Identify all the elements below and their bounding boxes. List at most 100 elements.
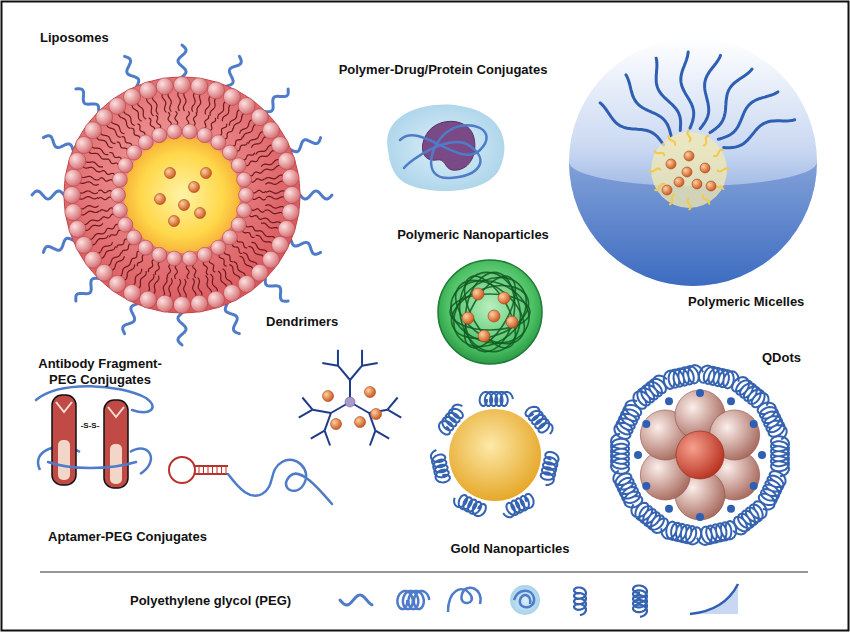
hydrophobic-block bbox=[688, 198, 691, 210]
drug-dot bbox=[498, 292, 510, 304]
lipid-head bbox=[69, 153, 86, 170]
polymer-protein-conjugate bbox=[387, 105, 504, 192]
lipid-tail bbox=[147, 274, 154, 293]
drug-dot bbox=[700, 163, 710, 173]
drug-dot bbox=[169, 216, 180, 227]
lipid-head bbox=[152, 247, 167, 262]
lipid-tail bbox=[155, 262, 160, 275]
lipid-tail bbox=[111, 119, 125, 134]
peg-chain bbox=[43, 238, 73, 252]
hydrophobic-block bbox=[703, 194, 709, 204]
lipid-head bbox=[191, 295, 208, 312]
drug-dot bbox=[662, 185, 672, 195]
lipid-head bbox=[251, 264, 268, 281]
peg-chain bbox=[225, 304, 239, 334]
lipid-tail bbox=[256, 235, 274, 245]
lipid-head bbox=[207, 291, 224, 308]
lipid-head bbox=[85, 251, 102, 268]
lipid-tail bbox=[265, 205, 285, 208]
drug-dot bbox=[195, 208, 206, 219]
peg-coil bbox=[633, 376, 666, 409]
fab-highlight bbox=[110, 444, 122, 484]
lipid-tail bbox=[222, 104, 232, 122]
drug-dot bbox=[371, 409, 382, 420]
drug-dot bbox=[323, 391, 334, 402]
lipid-tail bbox=[224, 128, 233, 139]
polymer-strand bbox=[440, 263, 540, 360]
drug-dot bbox=[365, 387, 376, 398]
peg-chain bbox=[300, 191, 332, 199]
lipid-head bbox=[64, 187, 81, 204]
lipid-head bbox=[124, 88, 141, 105]
lipid-tail bbox=[153, 95, 159, 114]
legend-rule bbox=[40, 572, 808, 573]
dendron bbox=[311, 431, 325, 439]
peg-chain bbox=[227, 56, 241, 86]
lipid-tail bbox=[110, 230, 122, 237]
micelle-sphere bbox=[569, 38, 817, 286]
lipid-tail bbox=[204, 115, 209, 128]
lipid-tail bbox=[203, 262, 208, 275]
lipid-tail bbox=[96, 242, 113, 253]
part-label: Aptamer-PEG Conjugates bbox=[48, 529, 207, 545]
lipid-tail bbox=[183, 91, 186, 111]
dendron bbox=[313, 410, 331, 413]
peg-coil bbox=[480, 392, 513, 406]
lipid-tail bbox=[249, 215, 263, 220]
peg-coil bbox=[758, 403, 787, 440]
lipid-tail bbox=[232, 244, 242, 254]
lipid-tail bbox=[197, 93, 201, 113]
ligand-anchor bbox=[642, 420, 650, 428]
lipid-head bbox=[239, 188, 254, 203]
peg-coil bbox=[613, 471, 642, 508]
lipid-tail bbox=[117, 142, 128, 151]
peg-coil bbox=[541, 452, 559, 485]
fab-chain bbox=[52, 395, 76, 485]
lipid-head bbox=[191, 78, 208, 95]
lipid-tail bbox=[251, 179, 265, 183]
lipid-head bbox=[182, 124, 197, 139]
peg-samples bbox=[340, 584, 738, 617]
drug-dot bbox=[478, 330, 490, 342]
drug-dot bbox=[692, 179, 702, 189]
lipid-tail bbox=[137, 254, 145, 266]
peg-sample bbox=[340, 595, 372, 605]
lipid-head bbox=[231, 158, 246, 173]
lipid-head bbox=[118, 217, 133, 232]
lipid-tail bbox=[78, 197, 98, 200]
lipid-tail bbox=[218, 271, 227, 289]
lipid-head bbox=[111, 188, 126, 203]
lipid-tail bbox=[100, 131, 116, 143]
peg-chain bbox=[291, 138, 321, 152]
lipid-head bbox=[118, 158, 133, 173]
lipid-tail bbox=[138, 101, 147, 119]
base-pair bbox=[212, 466, 213, 474]
lipid-head bbox=[85, 122, 102, 139]
hydrophobic-block bbox=[717, 169, 729, 172]
lipid-head bbox=[278, 220, 295, 237]
lipid-tail bbox=[98, 197, 112, 200]
lipid-head bbox=[96, 264, 113, 281]
lipid-tail bbox=[198, 278, 202, 298]
lipid-tail bbox=[210, 118, 216, 131]
ligand-anchor bbox=[665, 505, 673, 513]
lipid-head bbox=[284, 187, 301, 204]
lipid-head bbox=[156, 295, 173, 312]
peg-chain bbox=[681, 52, 694, 128]
lipid-tail bbox=[118, 261, 130, 277]
lipid-tail bbox=[78, 191, 98, 194]
lipid-head bbox=[211, 135, 226, 150]
ligand-anchor bbox=[642, 482, 650, 490]
lipid-head bbox=[174, 77, 191, 94]
peg-sample bbox=[633, 586, 647, 617]
lipid-tail bbox=[101, 171, 115, 176]
peg-chain bbox=[123, 304, 137, 334]
lipid-head bbox=[278, 153, 295, 170]
lipid-head bbox=[109, 275, 126, 292]
ligand-anchor bbox=[750, 482, 758, 490]
dendron bbox=[322, 363, 338, 366]
peg-coil bbox=[503, 494, 533, 517]
lipid-tail bbox=[106, 253, 121, 267]
lipid-head bbox=[262, 122, 279, 139]
legend-text: Polyethylene glycol (PEG) bbox=[130, 593, 291, 609]
